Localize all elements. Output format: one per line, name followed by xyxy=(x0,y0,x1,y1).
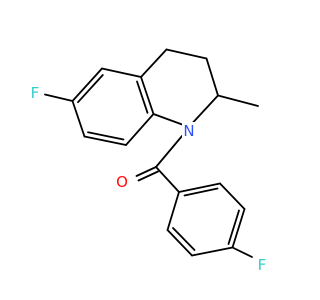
bond-ph3-ph4-inner xyxy=(227,209,240,245)
fluorine-top-label: F xyxy=(31,84,40,102)
bond-ph5-ph6-inner xyxy=(172,227,196,251)
bond-ph3-ph4 xyxy=(231,208,246,249)
bond-c3-methyl xyxy=(217,94,259,107)
bond-c3-n xyxy=(192,94,219,124)
bond-c4a-c5-inner xyxy=(87,131,125,141)
bond-c4a-c5 xyxy=(83,135,127,146)
oxygen-label: O xyxy=(116,173,128,191)
bond-c6-c7-inner xyxy=(77,74,104,104)
bond-ph1-ph2-inner xyxy=(183,187,219,197)
bond-carbonyl-phenyl xyxy=(155,166,180,193)
molecule-drawing: F N O F xyxy=(28,48,269,274)
bond-ph4-f-bottom xyxy=(231,246,253,258)
bond-ph1-ph2 xyxy=(178,182,221,193)
bond-ph6-ph1 xyxy=(166,191,180,231)
bond-ph2-ph3 xyxy=(219,182,246,210)
bond-carbonyl-o-double xyxy=(137,170,159,182)
bond-layer xyxy=(44,48,259,258)
bond-c6-f-top xyxy=(44,93,74,102)
bond-c6-c7 xyxy=(71,67,103,102)
nitrogen-label: N xyxy=(183,122,194,140)
bond-c8a-c4a xyxy=(125,113,155,146)
bond-ph4-ph5 xyxy=(191,246,234,257)
structure-canvas: F N O F xyxy=(28,48,269,274)
bond-c7-c8 xyxy=(101,67,142,78)
bond-n-c8a xyxy=(152,113,185,126)
bond-c8-c1 xyxy=(140,48,168,78)
bond-c5-c6 xyxy=(71,100,86,138)
bond-c8-c8a-inner xyxy=(136,80,149,114)
bond-c1-c2 xyxy=(165,48,208,60)
bond-ph5-ph6 xyxy=(166,229,193,257)
bond-c8-c8a xyxy=(140,76,155,115)
fluorine-bottom-label: F xyxy=(258,256,267,274)
bond-c2-c3 xyxy=(205,57,219,97)
bond-carbonyl-o xyxy=(135,166,157,177)
bond-n-carbonyl xyxy=(155,135,183,168)
atom-labels: F N O F xyxy=(28,84,269,274)
